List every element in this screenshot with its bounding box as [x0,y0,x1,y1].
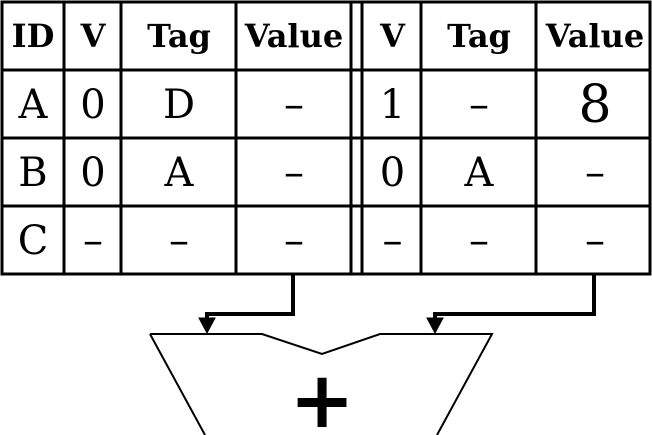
header-right-tag: Tag [447,17,511,55]
row-a-left-value: – [284,82,304,128]
row-b-right-value: – [585,150,605,196]
header-right-v: V [380,17,405,55]
right-operand-wire [433,274,596,322]
right-arrowhead [426,317,444,335]
row-c-right-tag: – [469,218,489,264]
row-c-left-tag: – [169,218,189,264]
row-c-left-v: – [83,218,103,264]
row-b-right-v: 0 [379,150,406,196]
row-c-right-v: – [382,218,403,264]
row-a-right-tag: – [469,82,489,128]
header-left-value: Value [244,17,344,55]
adder-plus-symbol: + [289,362,355,435]
row-c-right-value: – [585,218,605,264]
row-a-id: A [18,82,48,128]
row-c-left-value: – [284,218,304,264]
row-a-right-value: 8 [578,75,612,135]
header-left-tag: Tag [147,17,211,55]
row-c-id: C [17,218,49,264]
row-b-left-tag: A [164,150,194,196]
row-b-left-v: 0 [80,150,106,196]
row-a-left-v: 0 [80,82,106,128]
adder-outline [150,333,494,435]
row-b-left-value: – [284,150,304,196]
header-id: ID [11,17,55,55]
row-a-right-v: 1 [379,82,406,128]
header-left-v: V [80,17,106,55]
adder-outline-left [149,333,206,435]
left-arrowhead [198,317,216,335]
header-right-value: Value [545,17,645,55]
row-b-id: B [18,150,48,196]
row-a-left-tag: D [162,82,196,128]
left-operand-wire [205,274,295,322]
row-b-right-tag: A [464,150,494,196]
